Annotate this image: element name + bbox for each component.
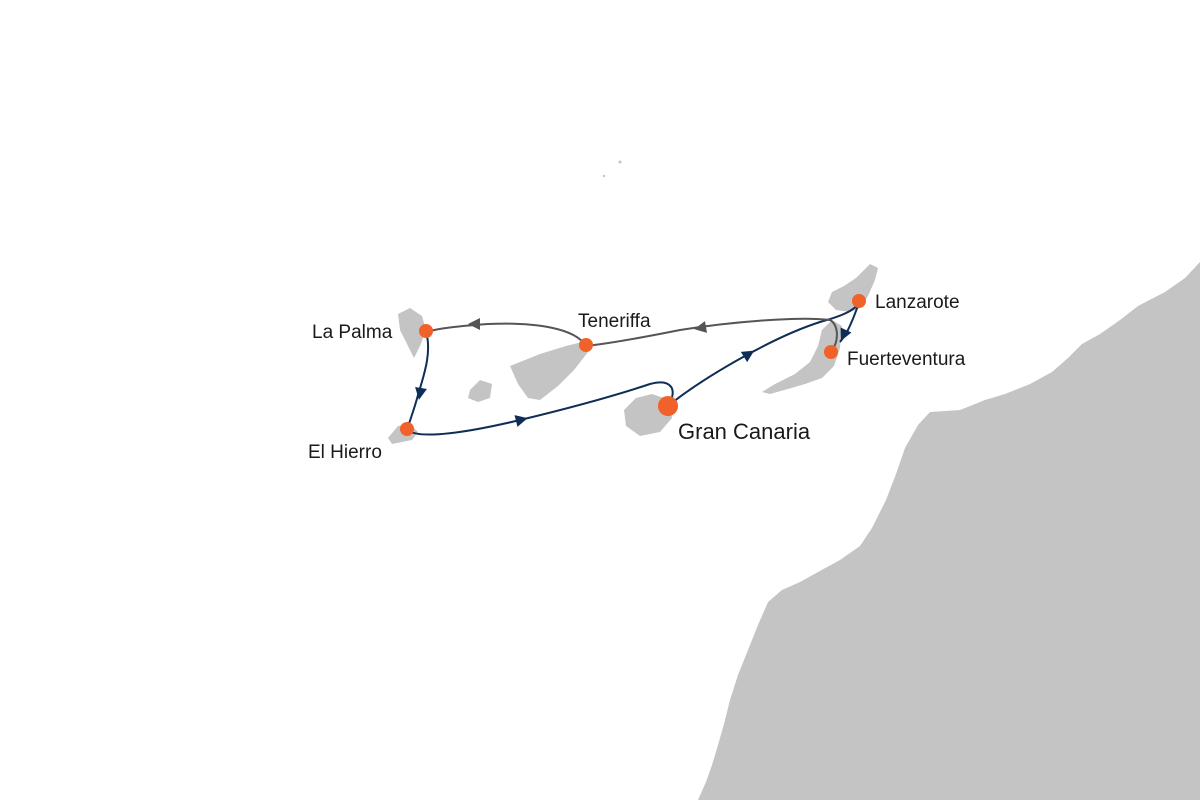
route-arrow-icon bbox=[468, 318, 480, 330]
port-label-fuerteventura: Fuerteventura bbox=[847, 349, 966, 370]
route-arrow-icon bbox=[840, 327, 852, 341]
port-label-el-hierro: El Hierro bbox=[308, 442, 382, 463]
port-marker-fuerteventura bbox=[824, 345, 838, 359]
port-marker-la-palma bbox=[419, 324, 433, 338]
route-arrow-icon bbox=[694, 321, 708, 333]
port-marker-el-hierro bbox=[400, 422, 414, 436]
port-label-la-palma: La Palma bbox=[312, 322, 393, 343]
route-arrow-icon bbox=[514, 415, 528, 427]
route-el-hierro-to-gran-canaria bbox=[406, 381, 674, 436]
island-la-palma bbox=[398, 308, 426, 358]
port-label-teneriffa: Teneriffa bbox=[578, 311, 651, 332]
route-teneriffa-to-la-palma bbox=[425, 322, 587, 347]
route-gran-canaria-to-lanzarote bbox=[667, 301, 860, 407]
islet-north-1 bbox=[618, 160, 622, 164]
route-arrow-icon bbox=[740, 350, 755, 363]
island-lanzarote bbox=[828, 264, 878, 312]
island-la-gomera bbox=[468, 380, 492, 402]
port-marker-lanzarote bbox=[852, 294, 866, 308]
africa-mainland bbox=[698, 262, 1200, 800]
port-label-lanzarote: Lanzarote bbox=[875, 292, 960, 313]
port-label-gran-canaria: Gran Canaria bbox=[678, 419, 811, 444]
island-tenerife bbox=[510, 342, 588, 400]
port-marker-teneriffa bbox=[579, 338, 593, 352]
route-arrow-icon bbox=[415, 386, 427, 400]
islet-north-2 bbox=[602, 174, 606, 178]
island-fuerteventura bbox=[762, 320, 842, 394]
port-marker-gran-canaria bbox=[658, 396, 678, 416]
route-fuerteventura-to-teneriffa bbox=[585, 317, 838, 353]
